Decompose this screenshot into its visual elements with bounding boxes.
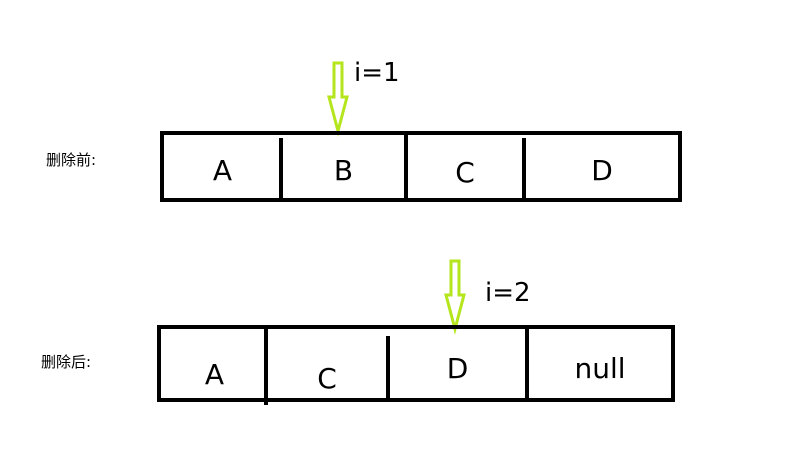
- before-cell-c: C: [455, 155, 475, 189]
- after-cell-a: A: [204, 357, 225, 391]
- after-divider-2: [386, 336, 390, 402]
- down-arrow-icon: [444, 259, 466, 335]
- after-pointer-label: i=2: [485, 278, 531, 308]
- before-label: 删除前:: [46, 151, 97, 169]
- after-divider-1: [264, 329, 268, 405]
- after-label: 删除后:: [41, 353, 92, 371]
- before-divider-2: [404, 135, 408, 199]
- before-divider-1: [279, 138, 283, 202]
- before-pointer-label: i=1: [354, 58, 400, 88]
- before-divider-3: [522, 138, 526, 201]
- after-divider-3: [525, 329, 529, 402]
- after-cell-d: D: [446, 351, 469, 385]
- before-cell-b: B: [333, 153, 354, 187]
- after-array: [157, 325, 675, 402]
- after-cell-null: null: [574, 351, 626, 385]
- before-array: [160, 131, 682, 202]
- before-cell-a: A: [212, 153, 233, 187]
- before-cell-d: D: [591, 153, 613, 187]
- after-cell-c: C: [317, 361, 337, 395]
- down-arrow-icon: [327, 61, 349, 137]
